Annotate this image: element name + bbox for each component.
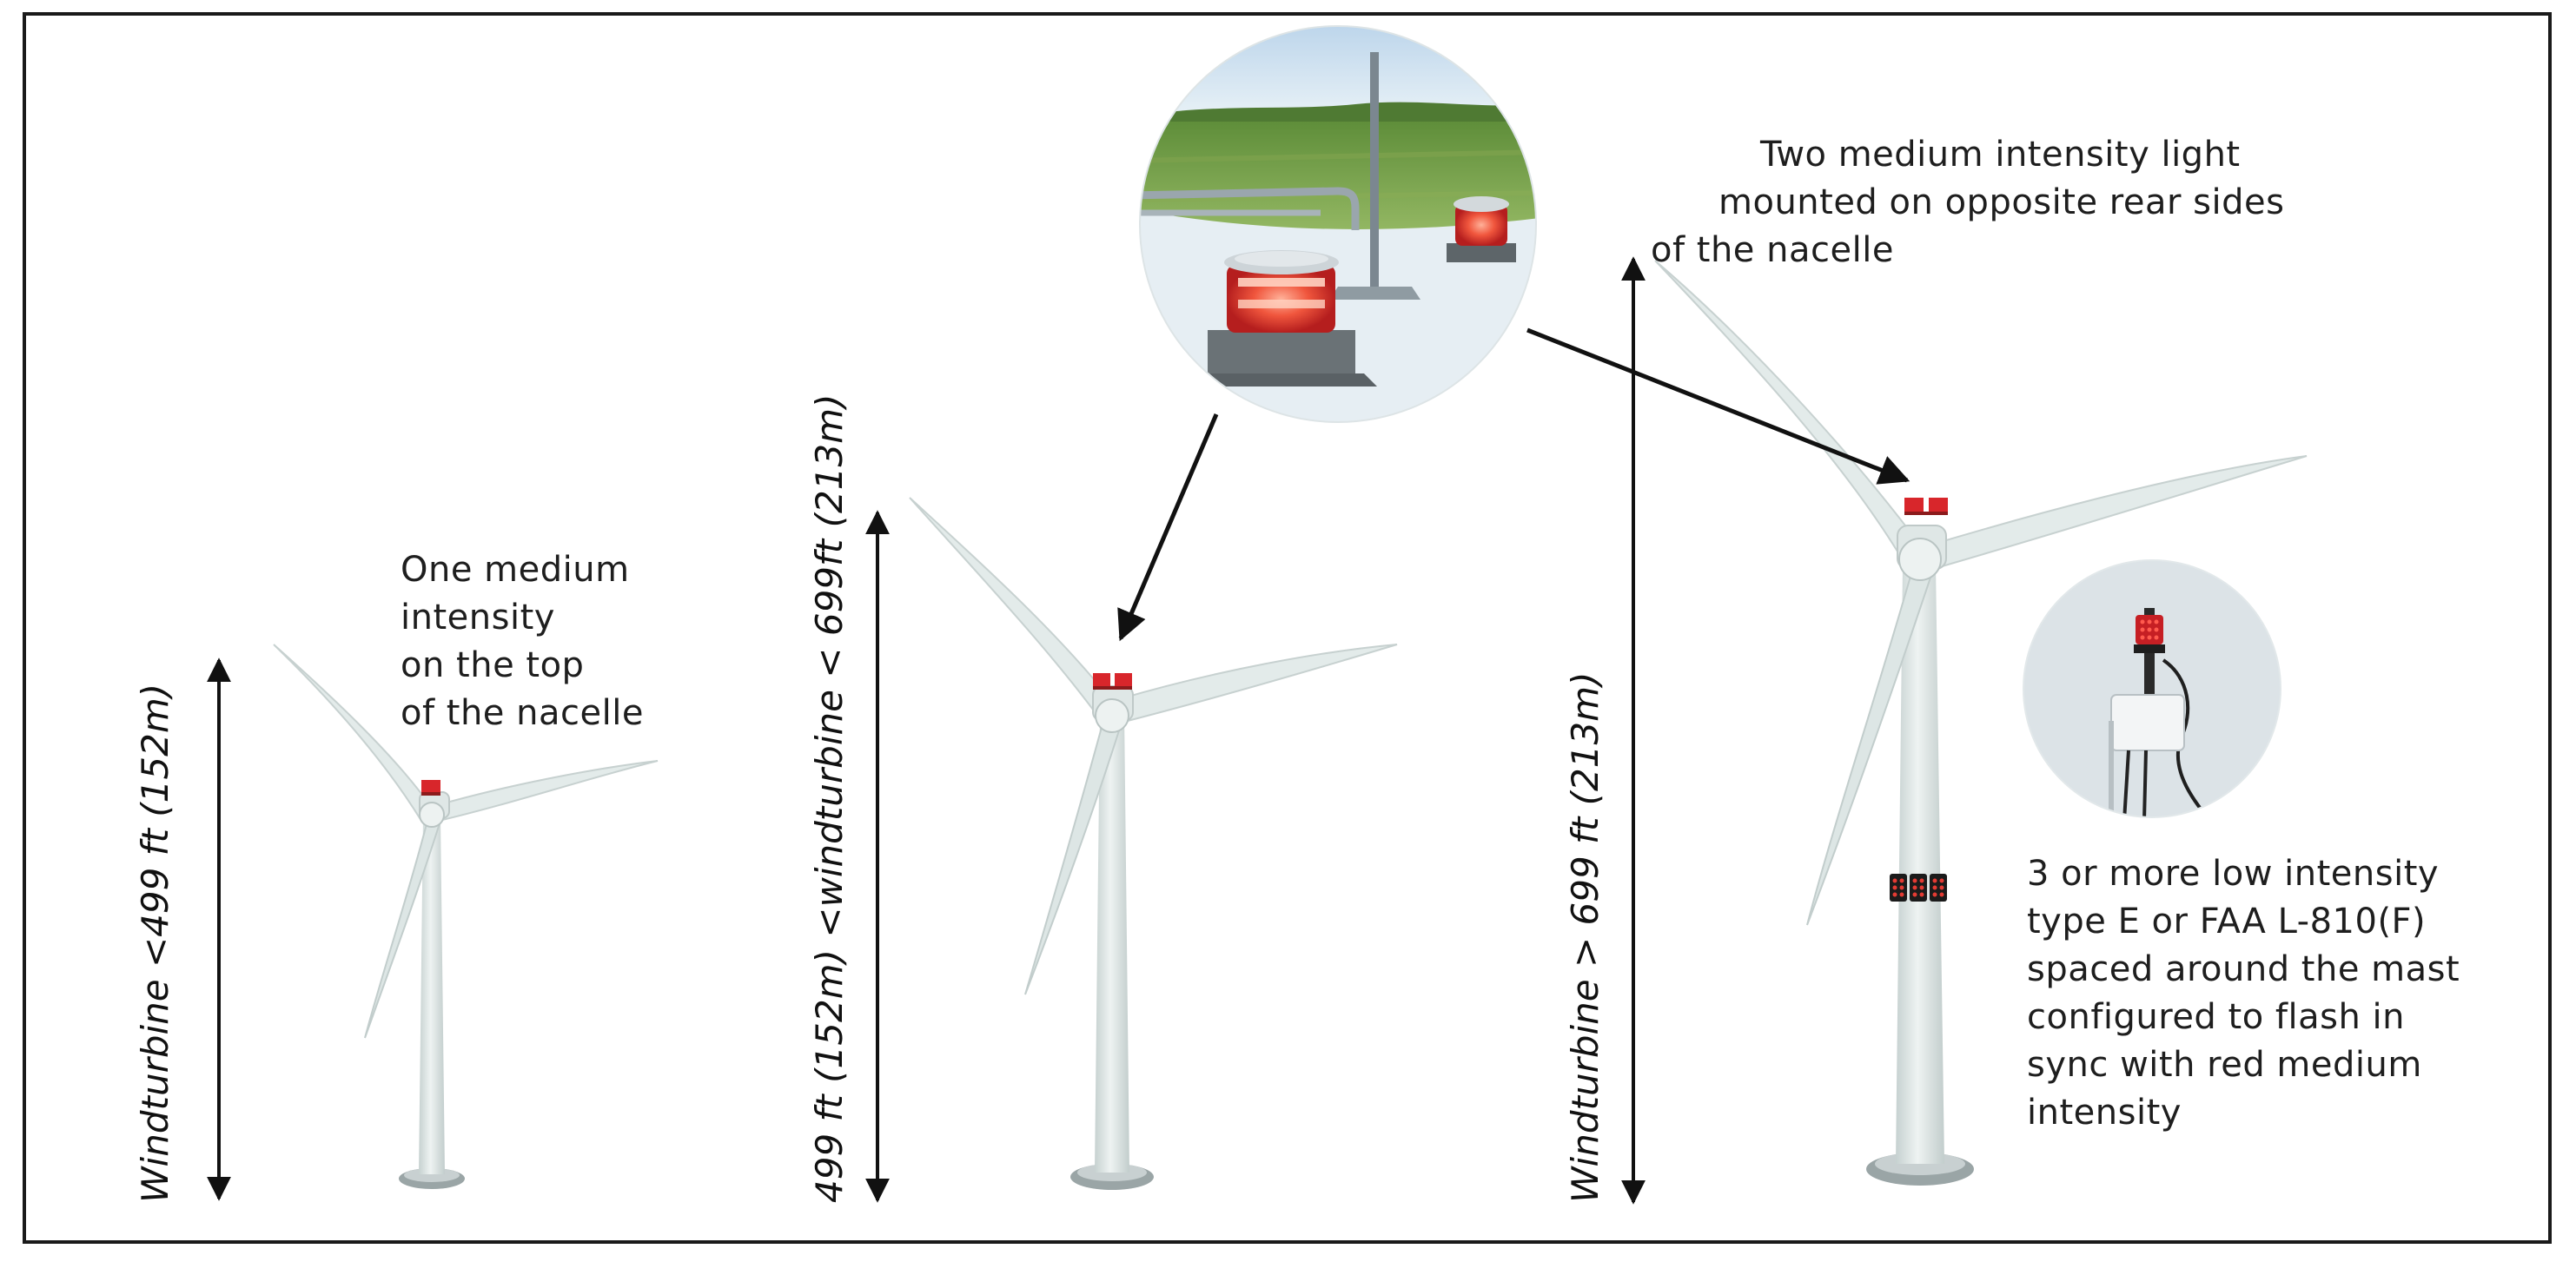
wind-turbine-large <box>1654 260 2308 1186</box>
height-label-large: Windturbine > 699 ft (213m) <box>1564 671 1606 1203</box>
annotation-line: One medium <box>401 550 630 590</box>
wind-turbine-small <box>273 644 659 1189</box>
annotation-line: spaced around the mast <box>2027 949 2460 989</box>
annotation-line: type E or FAA L-810(F) <box>2027 902 2427 942</box>
mast-light-photo <box>2023 560 2281 817</box>
photo-circle-border <box>1139 25 1537 423</box>
annotation-line: of the nacelle <box>401 693 644 733</box>
medium-intensity-light <box>1093 673 1132 690</box>
photo-circle-border <box>2023 559 2281 818</box>
low-intensity-light <box>1890 874 1947 902</box>
annotation-line: sync with red medium <box>2027 1045 2422 1085</box>
medium-intensity-light <box>421 780 440 796</box>
medium-intensity-light <box>1904 498 1948 515</box>
wind-turbine-medium <box>909 497 1398 1190</box>
annotation-line: configured to flash in <box>2027 997 2405 1037</box>
annotation-line: on the top <box>401 645 585 685</box>
annotation-large-turbine-top: Two medium intensity light mounted on op… <box>1651 131 2284 274</box>
annotation-large-turbine-mast: 3 or more low intensity type E or FAA L-… <box>2027 850 2460 1137</box>
annotation-line: intensity <box>2027 1093 2182 1133</box>
pointer-arrow <box>1117 413 1219 642</box>
height-label-small: Windturbine <499 ft (152m) <box>134 683 176 1203</box>
height-label-medium: 499 ft (152m) <windturbine < 699ft (213m… <box>808 393 851 1203</box>
annotation-line: 3 or more low intensity <box>2027 854 2440 894</box>
nacelle-light-photo <box>1140 26 1536 422</box>
annotation-line: Two medium intensity light <box>1760 135 2241 175</box>
annotation-line: mounted on opposite rear sides <box>1718 182 2285 222</box>
annotation-small-turbine: One medium intensity on the top of the n… <box>401 546 644 737</box>
annotation-line: intensity <box>401 598 555 638</box>
pointer-arrow <box>1526 327 1910 485</box>
annotation-line: of the nacelle <box>1651 230 1894 270</box>
